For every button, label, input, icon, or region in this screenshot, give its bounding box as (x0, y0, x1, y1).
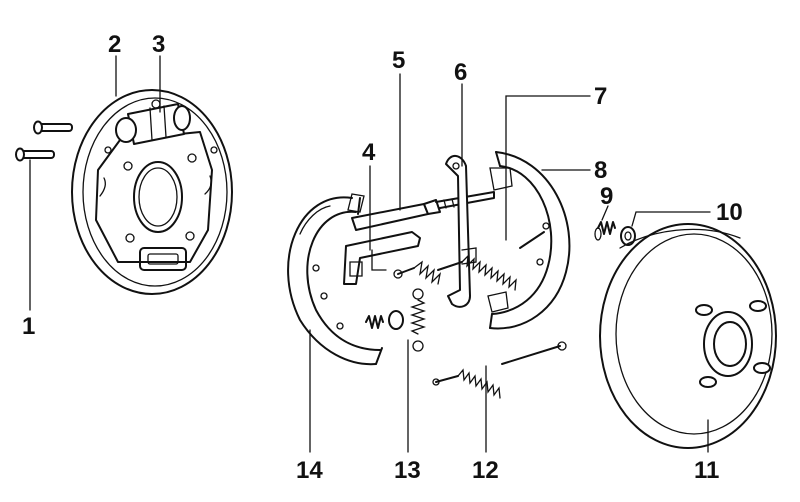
brake-drum (599, 223, 777, 449)
leader-lines (29, 55, 711, 453)
hold-down-spring-left (365, 310, 404, 330)
hold-down-spring-and-cup (594, 221, 636, 246)
callout-10: 10 (716, 199, 743, 226)
callout-4: 4 (362, 139, 376, 166)
retaining-pins (15, 120, 73, 162)
brake-shoe-left (287, 193, 383, 366)
parking-lever (445, 155, 477, 308)
lower-return-spring (432, 341, 567, 399)
callout-14: 14 (296, 457, 323, 484)
callout-13: 13 (394, 457, 421, 484)
adjusting-lever (343, 231, 421, 285)
wheel-cylinder (115, 99, 191, 145)
upper-return-spring (393, 231, 545, 291)
backing-plate (71, 89, 233, 295)
small-spring (409, 288, 427, 352)
callout-3: 3 (152, 31, 165, 58)
callout-11: 11 (694, 457, 719, 484)
callout-5: 5 (392, 47, 405, 74)
callout-labels: 1 2 3 4 5 6 7 8 9 10 11 12 13 14 (22, 31, 743, 484)
brake-shoe-right (487, 151, 571, 330)
callout-2: 2 (108, 31, 121, 58)
adjuster-strut (351, 191, 495, 231)
callout-6: 6 (454, 59, 467, 86)
callout-9: 9 (600, 183, 613, 210)
callout-7: 7 (594, 83, 607, 110)
callout-1: 1 (22, 313, 35, 340)
callout-12: 12 (472, 457, 499, 484)
callout-8: 8 (594, 157, 607, 184)
